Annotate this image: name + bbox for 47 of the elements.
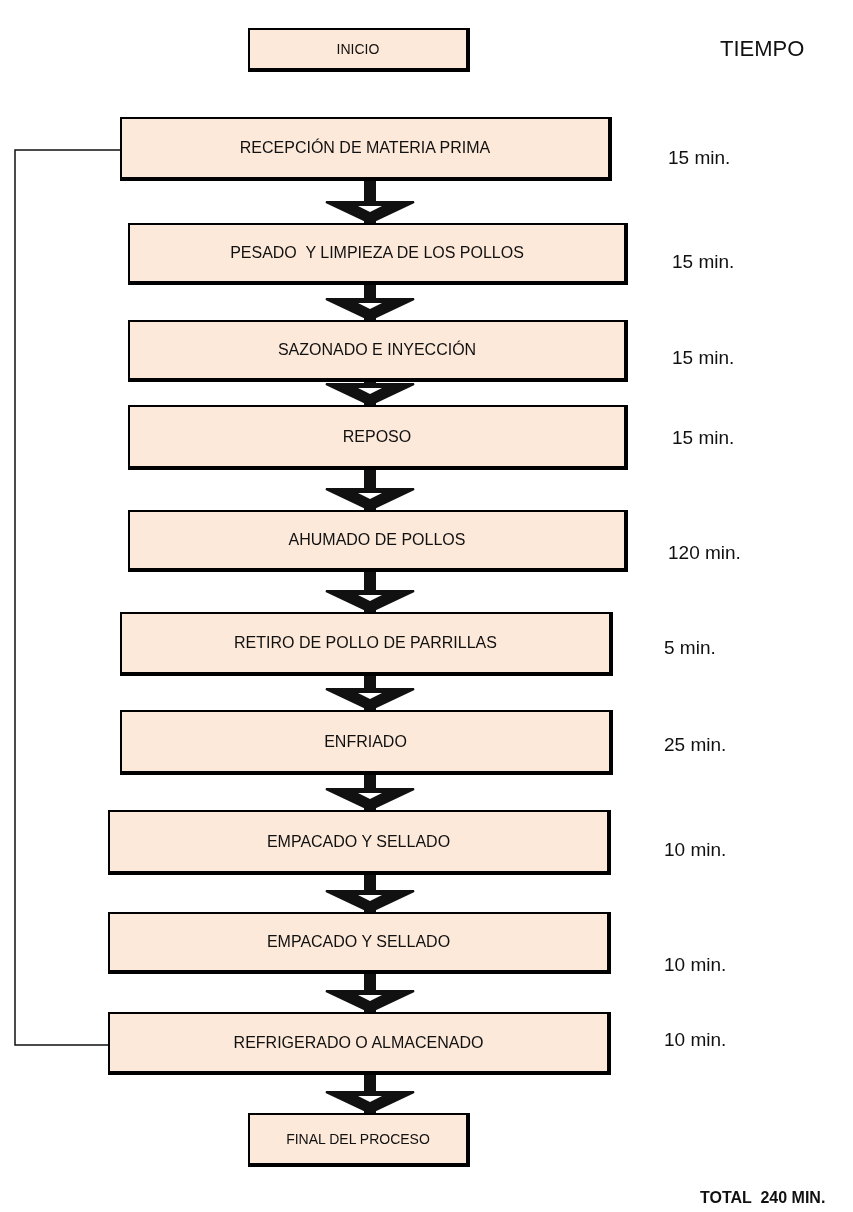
step-label: PESADO Y LIMPIEZA DE LOS POLLOS	[230, 244, 524, 262]
block-arrow	[325, 382, 415, 406]
duration-text: 10 min.	[664, 1029, 727, 1051]
step-label: RETIRO DE POLLO DE PARRILLAS	[234, 634, 497, 652]
block-arrow	[325, 1075, 415, 1114]
process-box	[108, 1012, 611, 1075]
duration-text: 10 min.	[664, 954, 727, 976]
step-label: REFRIGERADO O ALMACENADO	[233, 1033, 484, 1052]
step-label: AHUMADO DE POLLOS	[288, 531, 466, 549]
step-label: EMPACADO Y SELLADO	[266, 832, 451, 851]
process-box	[108, 810, 611, 875]
block-arrow	[325, 875, 415, 913]
block-arrow	[325, 470, 415, 511]
step-label: RECEPCIÓN DE MATERIA PRIMA	[239, 139, 491, 157]
block-arrow	[325, 181, 415, 224]
process-box	[128, 405, 628, 470]
process-box	[248, 28, 470, 72]
step-label: FINAL DEL PROCESO	[286, 1131, 430, 1147]
process-box	[120, 117, 612, 181]
process-box	[128, 510, 628, 572]
duration-text: 15 min.	[672, 347, 735, 369]
step-label: INICIO	[336, 41, 380, 57]
process-box	[128, 223, 628, 285]
duration-text: 10 min.	[664, 839, 727, 861]
duration-text: 120 min.	[668, 542, 741, 564]
step-label: ENFRIADO	[324, 732, 407, 751]
block-arrow	[325, 285, 415, 321]
duration-text: 15 min.	[672, 427, 735, 449]
process-box	[120, 612, 613, 676]
block-arrow	[325, 572, 415, 613]
step-label: EMPACADO Y SELLADO	[266, 933, 451, 951]
process-box	[248, 1113, 470, 1167]
bracket-line	[14, 149, 121, 1046]
column-heading: TIEMPO	[720, 36, 805, 62]
block-arrow	[325, 974, 415, 1013]
duration-text: 5 min.	[664, 637, 716, 659]
total-time-text: TOTAL 240 MIN.	[700, 1189, 826, 1207]
duration-text: 15 min.	[672, 251, 735, 273]
block-arrow	[325, 676, 415, 711]
duration-text: 25 min.	[664, 734, 727, 756]
process-box	[108, 912, 611, 974]
duration-text: 15 min.	[668, 147, 731, 169]
process-box	[128, 320, 628, 382]
block-arrow	[325, 775, 415, 811]
step-label: REPOSO	[342, 427, 412, 446]
step-label: SAZONADO E INYECCIÓN	[277, 341, 477, 359]
process-box	[120, 710, 613, 775]
